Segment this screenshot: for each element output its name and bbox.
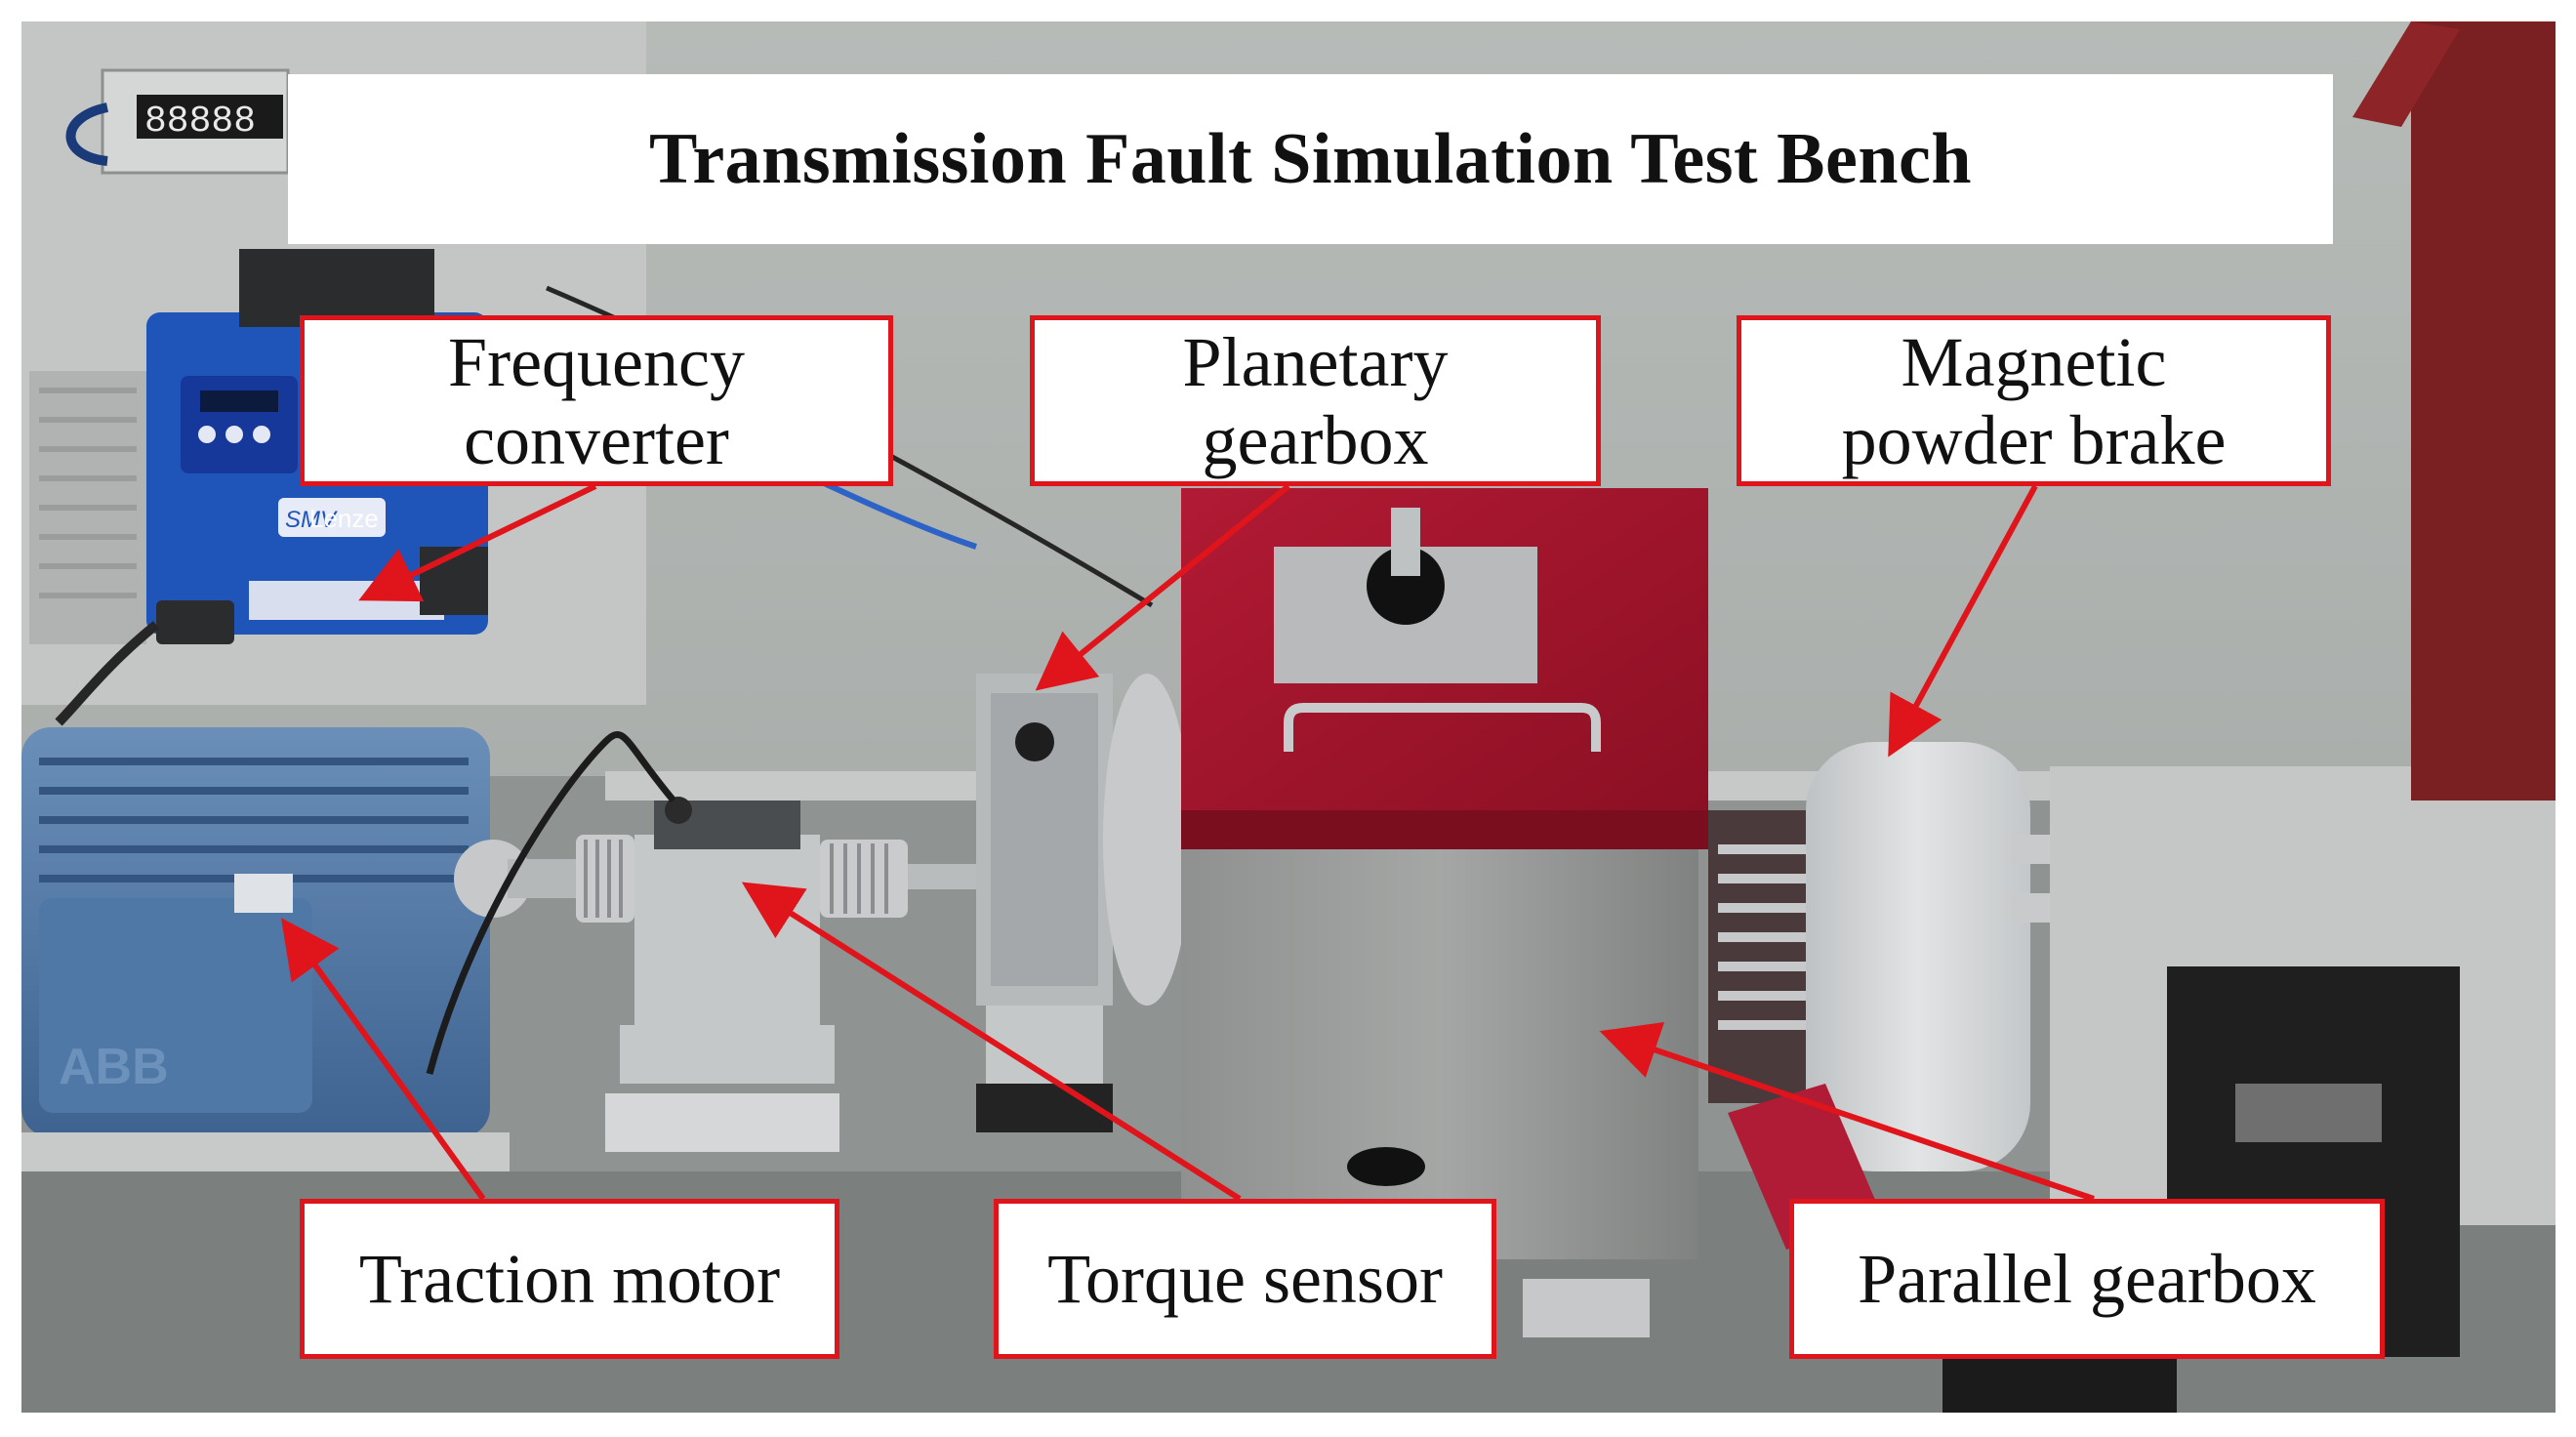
inverter-model-text: SMV [285, 507, 338, 533]
sensor-cable [426, 731, 676, 1075]
cabinet-vent-slots [39, 388, 137, 598]
label-frequency-converter: Frequency converter [300, 315, 893, 486]
annotation-arrows [280, 483, 2095, 1202]
red-frame-brace [2352, 21, 2460, 127]
label-torque-sensor-text: Torque sensor [1047, 1240, 1443, 1318]
arrow-frequency-converter [358, 483, 597, 602]
label-traction-motor: Traction motor [300, 1199, 839, 1359]
figure-title: Transmission Fault Simulation Test Bench [648, 118, 1973, 199]
display-cable [65, 103, 109, 166]
arrow-parallel-gearbox [1599, 1022, 2095, 1202]
title-banner: Transmission Fault Simulation Test Bench [288, 74, 2333, 244]
label-magnetic-powder-brake-line2: powder brake [1841, 400, 2227, 479]
magnetic-powder-brake-device [1708, 742, 2089, 1250]
load-device-plate [2235, 1084, 2382, 1142]
label-magnetic-powder-brake: Magnetic powder brake [1737, 315, 2331, 486]
label-planetary-gearbox-line2: gearbox [1202, 400, 1429, 479]
inverter-brand-text: Lenze [309, 504, 379, 533]
arrow-traction-motor [280, 918, 486, 1201]
coupling-left [576, 835, 634, 923]
coupling-right [820, 840, 908, 918]
arrow-planetary-gearbox [1035, 483, 1290, 691]
label-parallel-gearbox: Parallel gearbox [1789, 1199, 2385, 1359]
motor-brand-text: ABB [59, 1039, 169, 1095]
label-magnetic-powder-brake-line1: Magnetic [1901, 322, 2167, 401]
label-planetary-gearbox-line1: Planetary [1182, 322, 1449, 401]
label-planetary-gearbox: Planetary gearbox [1030, 315, 1601, 486]
label-parallel-gearbox-text: Parallel gearbox [1858, 1240, 2316, 1318]
digital-display-readout: 88888 [144, 101, 256, 143]
digital-display-screen [137, 95, 283, 139]
torque-sensor-device [605, 797, 839, 1152]
label-torque-sensor: Torque sensor [994, 1199, 1496, 1359]
arrow-torque-sensor [741, 882, 1242, 1202]
traction-motor-device: ABB [21, 727, 586, 1137]
label-traction-motor-text: Traction motor [358, 1240, 781, 1318]
label-frequency-converter-line1: Frequency [448, 322, 745, 401]
input-shaft [908, 864, 976, 889]
planetary-gearbox-device [976, 674, 1191, 1132]
red-frame [2411, 21, 2556, 801]
motor-mount [21, 1132, 510, 1171]
arrow-magnetic-powder-brake [1888, 484, 2038, 758]
cable-black-motor [55, 621, 160, 726]
label-frequency-converter-line2: converter [464, 400, 729, 479]
